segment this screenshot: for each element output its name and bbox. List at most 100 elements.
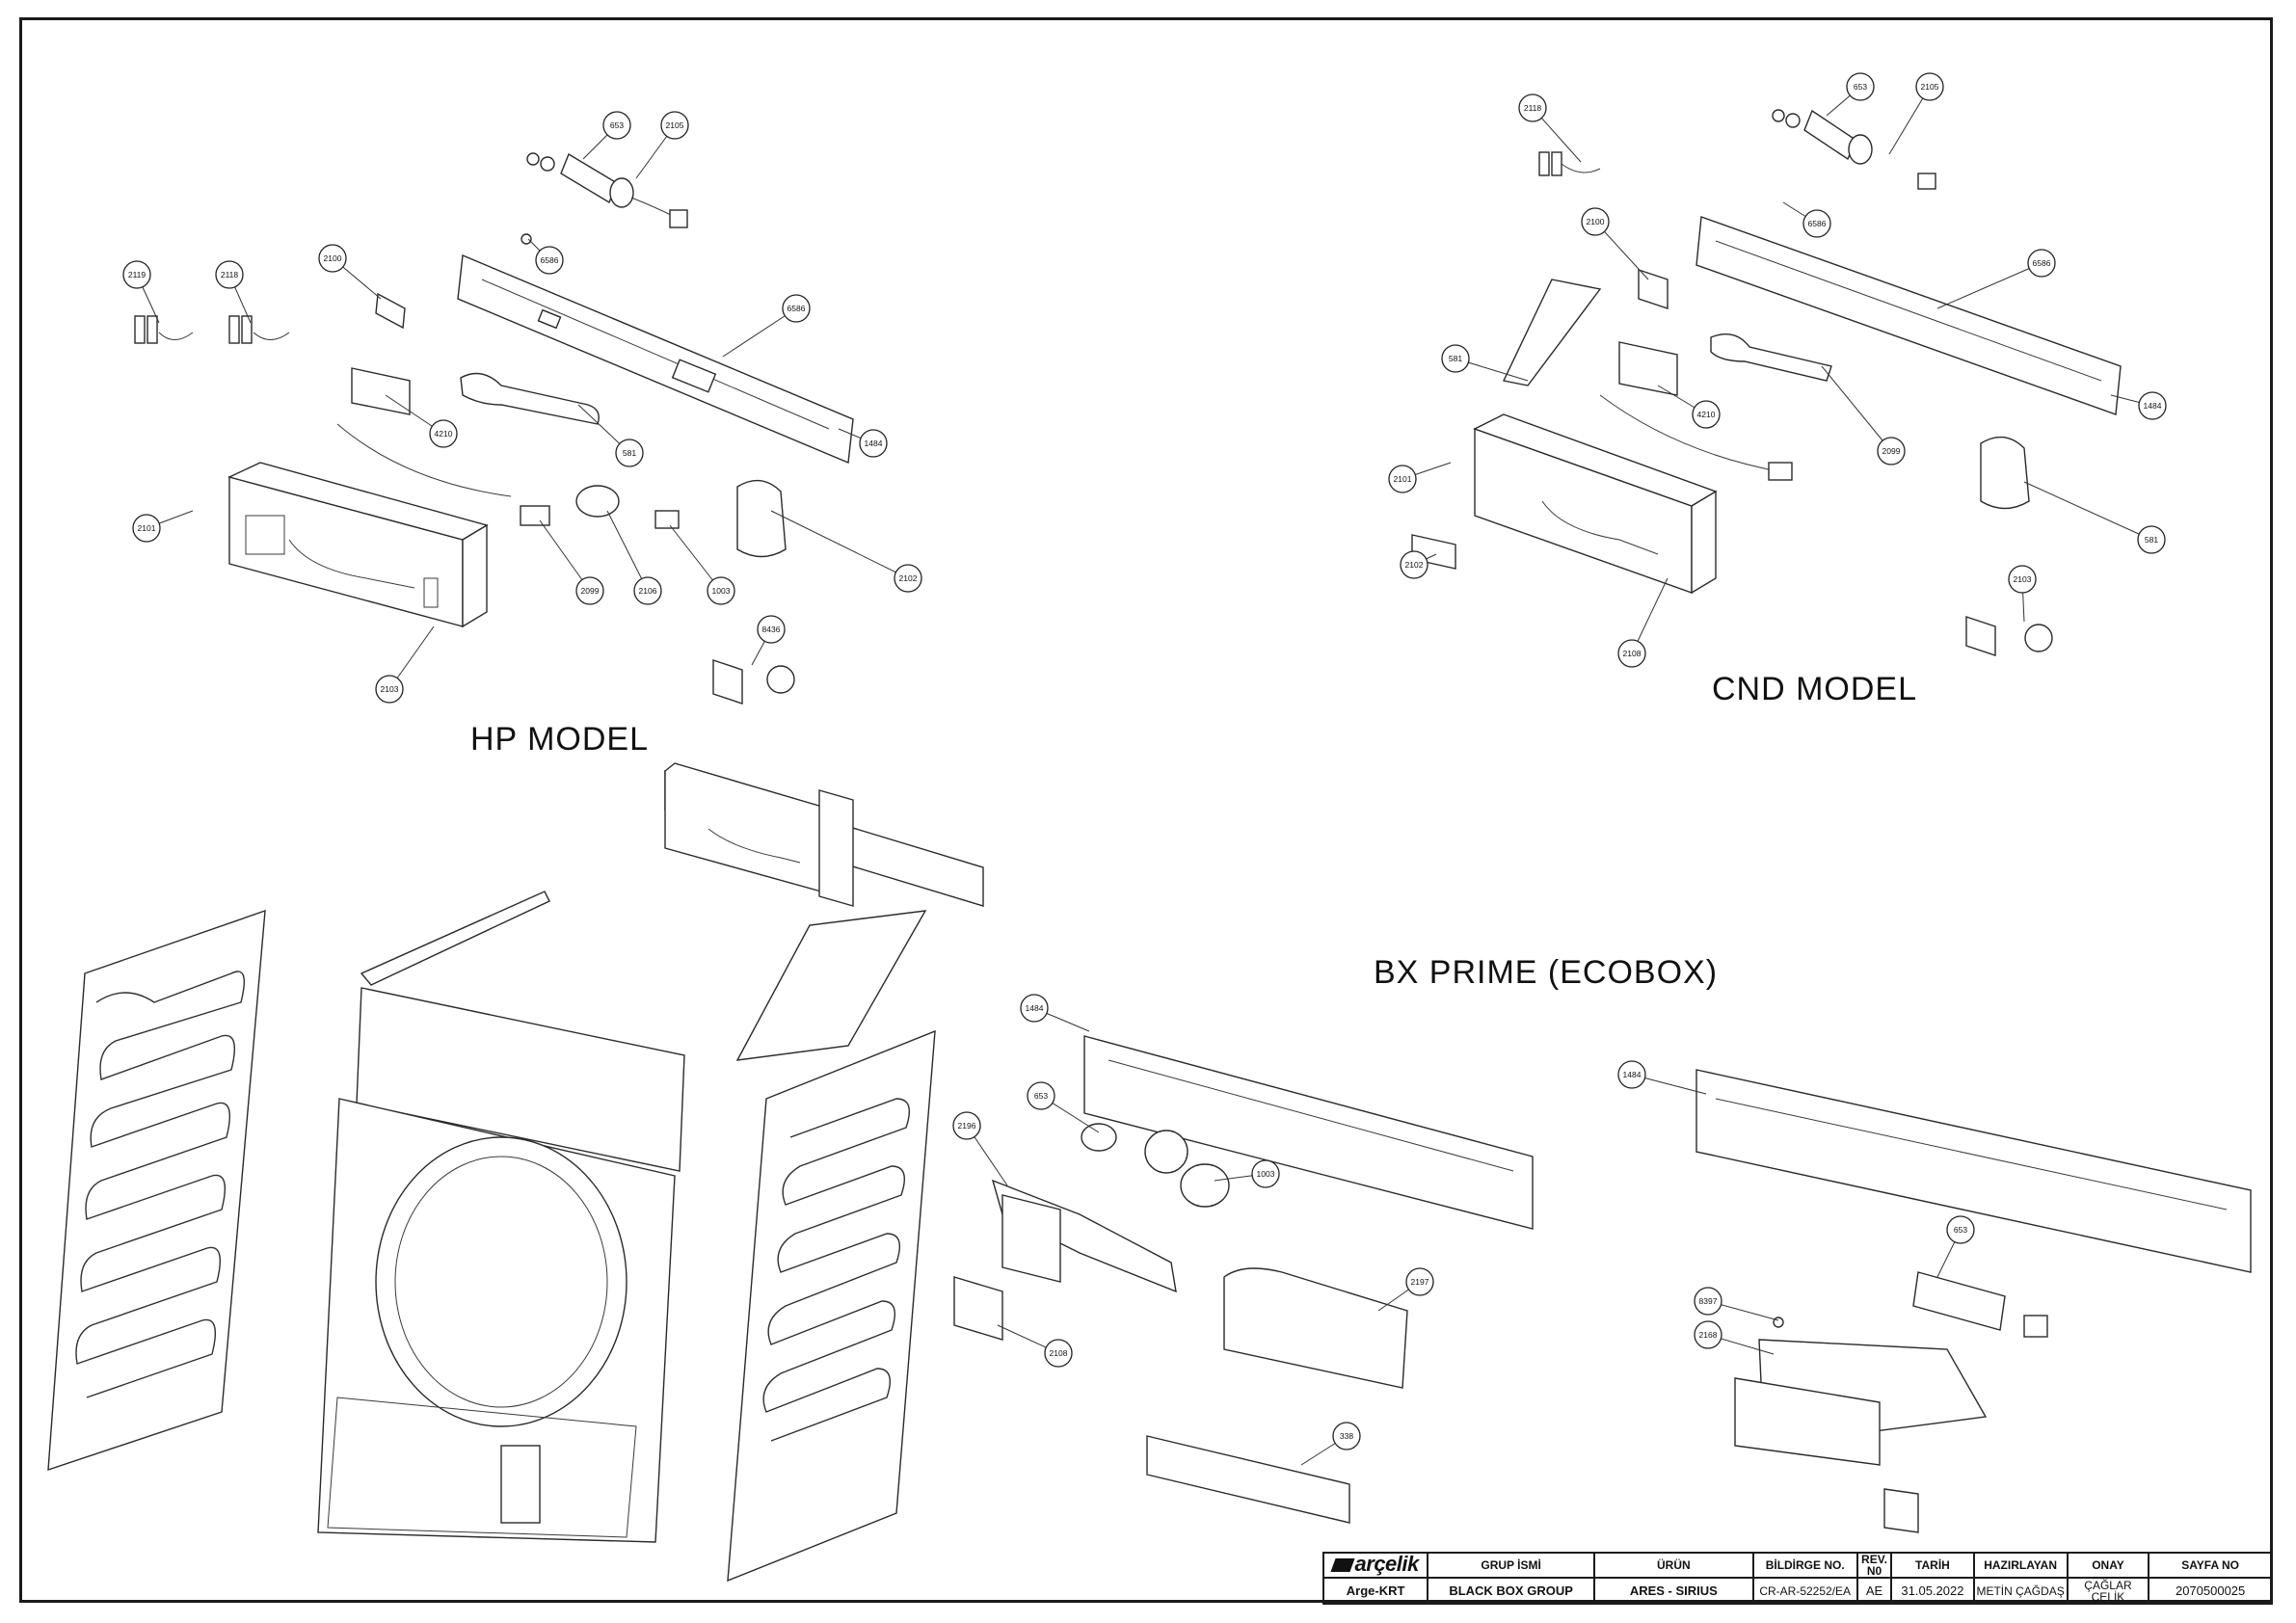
title-block: arçelik GRUP İSMİ ÜRÜN BİLDİRGE NO. REV.… — [1322, 1552, 2273, 1605]
callout-hp-1484: 1484 — [859, 429, 888, 458]
svg-text:2103: 2103 — [2014, 574, 2032, 584]
product-value: ARES - SIRIUS — [1592, 1577, 1754, 1605]
callout-bx_right-653: 653 — [1946, 1215, 1975, 1244]
callout-hp-2099: 2099 — [575, 576, 604, 605]
callout-cnd-581: 581 — [1441, 344, 1470, 373]
date-value: 31.05.2022 — [1890, 1577, 1975, 1605]
approved-header: ONAY — [2066, 1552, 2150, 1579]
svg-text:1484: 1484 — [1623, 1070, 1642, 1079]
svg-text:4210: 4210 — [1697, 410, 1716, 419]
callout-bx_right-1484: 1484 — [1617, 1060, 1646, 1089]
svg-text:2099: 2099 — [581, 586, 600, 596]
svg-text:1484: 1484 — [1026, 1003, 1044, 1013]
svg-text:653: 653 — [1034, 1091, 1048, 1101]
svg-text:2118: 2118 — [221, 270, 239, 279]
callout-hp-2119: 2119 — [122, 260, 151, 289]
bx-cover-2197 — [1223, 1267, 1408, 1389]
arcelik-logo: arçelik — [1329, 1555, 1419, 1576]
svg-text:2108: 2108 — [1623, 649, 1642, 658]
svg-text:2108: 2108 — [1050, 1348, 1068, 1358]
callout-cnd-2118: 2118 — [1518, 93, 1547, 122]
svg-text:653: 653 — [610, 120, 624, 130]
callout-bx_left-338: 338 — [1332, 1422, 1361, 1450]
svg-text:581: 581 — [1449, 354, 1462, 363]
hp-rail-1484 — [457, 253, 854, 465]
left-side-panel — [47, 909, 266, 1471]
bx-rail-1484-left — [1083, 1035, 1534, 1230]
svg-text:2168: 2168 — [1699, 1330, 1718, 1340]
svg-text:2101: 2101 — [138, 523, 156, 533]
bx-prime-group — [47, 762, 2252, 1583]
callout-hp-2103: 2103 — [375, 675, 404, 704]
dept-value: Arge-KRT — [1322, 1577, 1429, 1605]
callout-hp-653: 653 — [602, 111, 631, 140]
callout-hp-4210: 4210 — [429, 419, 458, 448]
callout-hp-2100: 2100 — [318, 244, 347, 273]
svg-text:6586: 6586 — [541, 255, 559, 265]
svg-text:2100: 2100 — [1587, 217, 1605, 226]
svg-text:6586: 6586 — [2033, 258, 2051, 268]
callout-cnd-2100: 2100 — [1581, 207, 1610, 236]
logo-cell: arçelik — [1322, 1552, 1429, 1579]
hp-model-group — [134, 152, 854, 705]
callout-bx_right-2168: 2168 — [1694, 1320, 1722, 1349]
callout-cnd-2105: 2105 — [1915, 72, 1944, 101]
rev-value: AE — [1855, 1577, 1893, 1605]
svg-text:8397: 8397 — [1699, 1296, 1718, 1306]
svg-text:1484: 1484 — [865, 439, 883, 448]
svg-text:2105: 2105 — [1921, 82, 1939, 92]
svg-text:6586: 6586 — [1808, 219, 1827, 228]
hp-model-title: HP MODEL — [470, 721, 649, 758]
callout-cnd-2108: 2108 — [1617, 639, 1646, 668]
group-value: BLACK BOX GROUP — [1427, 1577, 1595, 1605]
svg-text:1003: 1003 — [1257, 1169, 1275, 1179]
svg-text:2106: 2106 — [639, 586, 657, 596]
hp-box-2103 — [227, 462, 489, 628]
rev-header: REV. N0 — [1855, 1552, 1893, 1579]
prepared-value: METİN ÇAĞDAŞ — [1972, 1577, 2069, 1605]
cnd-rail-1484 — [1695, 216, 2122, 415]
callout-cnd-6586: 6586 — [2027, 249, 2056, 278]
callout-bx_left-1003: 1003 — [1251, 1159, 1280, 1188]
notice-value: CR-AR-52252/EA — [1751, 1577, 1858, 1605]
svg-text:653: 653 — [1854, 82, 1867, 92]
callout-bx_right-8397: 8397 — [1694, 1287, 1722, 1316]
cnd-model-title: CND MODEL — [1712, 671, 1918, 707]
callout-cnd-1484: 1484 — [2138, 391, 2167, 420]
group-header: GRUP İSMİ — [1427, 1552, 1595, 1579]
callout-cnd-2102: 2102 — [1400, 550, 1428, 579]
callout-hp-1003: 1003 — [707, 576, 735, 605]
cnd-model-group — [1411, 109, 2122, 656]
product-header: ÜRÜN — [1592, 1552, 1754, 1579]
callout-hp-2105: 2105 — [660, 111, 689, 140]
svg-text:2102: 2102 — [1405, 560, 1424, 570]
callout-bx_left-653: 653 — [1027, 1081, 1055, 1110]
svg-text:2101: 2101 — [1394, 474, 1412, 484]
callout-hp-2101: 2101 — [132, 514, 161, 543]
svg-text:4210: 4210 — [435, 429, 453, 439]
svg-text:2197: 2197 — [1411, 1277, 1429, 1287]
svg-text:581: 581 — [2145, 535, 2158, 545]
callout-cnd-581: 581 — [2137, 525, 2166, 554]
callout-cnd-2103: 2103 — [2008, 565, 2037, 594]
page-header: SAYFA NO — [2148, 1552, 2273, 1579]
svg-text:8436: 8436 — [762, 625, 781, 634]
svg-text:2099: 2099 — [1882, 446, 1901, 456]
svg-text:1003: 1003 — [712, 586, 731, 596]
svg-text:2100: 2100 — [324, 253, 342, 263]
callout-bx_left-2196: 2196 — [952, 1111, 981, 1140]
callout-hp-6586: 6586 — [782, 294, 811, 323]
callout-bx_left-2108: 2108 — [1044, 1339, 1073, 1368]
bx-prime-title: BX PRIME (ECOBOX) — [1374, 954, 1719, 991]
page-value: 2070500025 — [2148, 1577, 2273, 1605]
drawing-frame — [19, 17, 2273, 1603]
callout-cnd-653: 653 — [1846, 72, 1875, 101]
svg-text:1484: 1484 — [2144, 401, 2162, 411]
hp-bracket-2119 — [134, 315, 290, 344]
svg-text:2118: 2118 — [1524, 103, 1542, 113]
callout-cnd-2099: 2099 — [1877, 437, 1906, 466]
svg-text:338: 338 — [1340, 1431, 1353, 1441]
bx-rail-1484-right — [1695, 1069, 2252, 1273]
callout-hp-2118: 2118 — [215, 260, 244, 289]
